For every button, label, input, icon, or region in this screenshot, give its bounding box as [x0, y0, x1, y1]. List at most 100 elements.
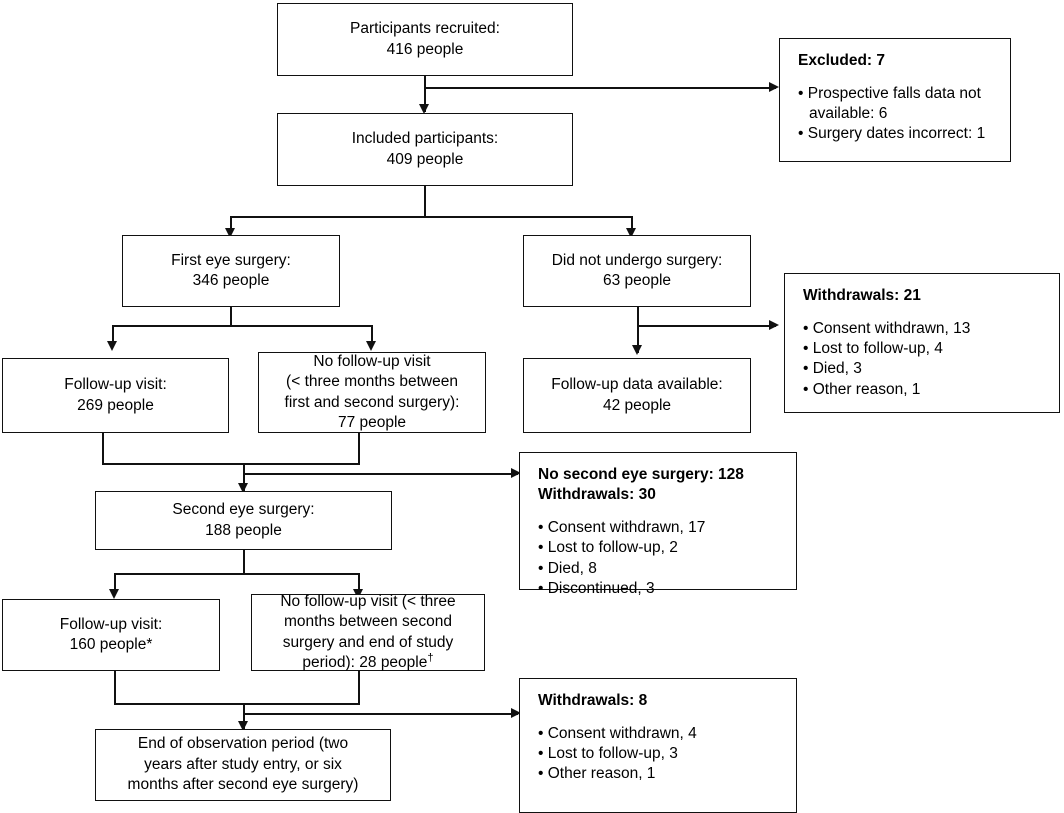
list-item: Lost to follow-up, 2	[538, 538, 782, 558]
node-no-followup1-line3: first and second surgery):	[284, 393, 460, 411]
arrowhead-withdrawals-21	[769, 320, 779, 330]
node-no-followup-visit-2[interactable]: No follow-up visit (< three months betwe…	[251, 592, 485, 673]
sidebox-withdrawals8-list: Consent withdrawn, 4 Lost to follow-up, …	[538, 724, 782, 784]
node-end-observation-line3: months after second eye surgery)	[127, 776, 359, 794]
list-item: Discontinued, 3	[538, 579, 782, 599]
connector-to-no-surgery	[631, 216, 633, 234]
node-second-eye-line2: 188 people	[205, 521, 282, 539]
connector-second-eye-down	[243, 550, 245, 574]
connector-bottom-merge	[114, 703, 360, 705]
sidebox-withdrawals21-header: Withdrawals: 21	[803, 287, 921, 304]
arrowhead-no-second-surgery	[511, 468, 521, 478]
node-no-followup2-line1: No follow-up visit (< three	[280, 592, 456, 610]
connector-followups-merge	[102, 463, 360, 465]
node-end-observation-line2: years after study entry, or six	[144, 755, 342, 773]
connector-no-surgery-down	[637, 306, 639, 353]
node-included-line1: Included participants:	[351, 130, 499, 148]
connector-to-no-followup2	[358, 573, 360, 595]
node-end-observation-line1: End of observation period (two	[137, 735, 349, 753]
connector-second-eye-split	[114, 573, 360, 575]
node-did-not-undergo-surgery[interactable]: Did not undergo surgery: 63 people	[523, 235, 751, 307]
node-followup-visit-1[interactable]: Follow-up visit: 269 people	[2, 358, 229, 433]
node-first-eye-surgery[interactable]: First eye surgery: 346 people	[122, 235, 340, 307]
connector-no-followup2-down	[358, 670, 360, 704]
node-followup1-line1: Follow-up visit:	[64, 376, 167, 394]
node-no-followup2-line4: period): 28 people†	[258, 651, 478, 673]
node-no-followup-visit-1[interactable]: No follow-up visit (< three months betwe…	[258, 352, 486, 433]
connector-to-first-eye	[230, 216, 232, 234]
connector-to-withdrawals8	[243, 713, 518, 715]
node-participants-recruited[interactable]: Participants recruited: 416 people	[277, 3, 573, 76]
sidebox-withdrawals8-header: Withdrawals: 8	[538, 692, 648, 709]
connector-no-surgery-to-withdrawals21	[637, 325, 776, 327]
node-followup-data-line1: Follow-up data available:	[551, 376, 723, 394]
arrowhead-included	[419, 104, 429, 114]
connector-to-followup1	[112, 325, 114, 347]
connector-no-followup1-down	[358, 432, 360, 464]
list-item: Consent withdrawn, 4	[538, 724, 782, 744]
sidebox-withdrawals-8[interactable]: Withdrawals: 8 Consent withdrawn, 4 Lost…	[519, 678, 797, 813]
sidebox-excluded-header: Excluded: 7	[798, 52, 885, 69]
node-no-followup1-line2: (< three months between	[286, 373, 458, 391]
list-item: Consent withdrawn, 17	[538, 518, 782, 538]
connector-to-followup2	[114, 573, 116, 595]
node-included-participants[interactable]: Included participants: 409 people	[277, 113, 573, 186]
node-no-followup2-line2: months between second	[283, 613, 453, 631]
list-item: Other reason, 1	[803, 380, 1045, 400]
node-no-followup1-line1: No follow-up visit	[313, 352, 431, 370]
connector-first-eye-split	[112, 325, 372, 327]
node-first-eye-line2: 346 people	[192, 272, 270, 289]
connector-recruited-to-excluded	[424, 87, 776, 89]
node-no-surgery-line1: Did not undergo surgery:	[551, 251, 723, 269]
sidebox-withdrawals21-list: Consent withdrawn, 13 Lost to follow-up,…	[803, 319, 1045, 400]
node-first-eye-line1: First eye surgery:	[171, 251, 291, 269]
sidebox-no-second-surgery-header2: Withdrawals: 30	[538, 486, 656, 504]
connector-followup2-down	[114, 670, 116, 704]
list-item: Prospective falls data not available: 6	[798, 84, 996, 124]
connector-first-eye-down	[230, 306, 232, 326]
sidebox-excluded[interactable]: Excluded: 7 Prospective falls data not a…	[779, 38, 1011, 162]
sidebox-excluded-list: Prospective falls data not available: 6 …	[798, 84, 996, 144]
arrowhead-excluded	[769, 82, 779, 92]
list-item: Surgery dates incorrect: 1	[798, 124, 996, 144]
node-followup-data-line2: 42 people	[602, 396, 672, 414]
arrowhead-followup-visit-1	[107, 341, 117, 351]
node-followup1-line2: 269 people	[77, 396, 154, 414]
node-followup2-line2: 160 people*	[69, 636, 153, 653]
node-no-followup1-line4: 77 people	[337, 413, 407, 431]
arrowhead-no-surgery	[626, 228, 636, 238]
node-no-followup2-line3: surgery and end of study	[282, 633, 454, 651]
sidebox-no-second-surgery-header: No second eye surgery: 128	[538, 466, 744, 483]
node-recruited-line2: 416 people	[386, 40, 464, 58]
arrowhead-followup-visit-2	[109, 589, 119, 599]
dagger-marker: †	[427, 651, 434, 664]
list-item: Died, 3	[803, 359, 1045, 379]
connector-included-split	[230, 216, 632, 218]
node-recruited-line1: Participants recruited:	[350, 20, 500, 38]
sidebox-withdrawals-21[interactable]: Withdrawals: 21 Consent withdrawn, 13 Lo…	[784, 273, 1060, 413]
connector-included-down	[424, 185, 426, 217]
arrowhead-followup-data	[632, 345, 642, 355]
sidebox-no-second-eye-surgery[interactable]: No second eye surgery: 128 Withdrawals: …	[519, 452, 797, 597]
node-second-eye-surgery[interactable]: Second eye surgery: 188 people	[95, 491, 392, 550]
connector-followup1-down	[102, 432, 104, 464]
arrowhead-end-observation	[238, 721, 248, 731]
node-no-followup2-line4-text: period): 28 people	[302, 653, 428, 671]
arrowhead-first-eye-surgery	[225, 228, 235, 238]
arrowhead-withdrawals-8	[511, 708, 521, 718]
arrowhead-second-eye-surgery	[238, 483, 248, 493]
node-followup-data-available[interactable]: Follow-up data available: 42 people	[523, 358, 751, 433]
connector-merge-to-second-eye	[243, 463, 245, 492]
connector-merge-to-end-observation	[243, 703, 245, 730]
list-item: Lost to follow-up, 3	[538, 744, 782, 764]
sidebox-no-second-surgery-list: Consent withdrawn, 17 Lost to follow-up,…	[538, 518, 782, 599]
node-followup2-line1: Follow-up visit:	[59, 615, 163, 633]
list-item: Other reason, 1	[538, 764, 782, 784]
node-included-line2: 409 people	[386, 150, 464, 168]
connector-recruited-to-included	[424, 75, 426, 112]
list-item: Died, 8	[538, 559, 782, 579]
node-end-of-observation-period[interactable]: End of observation period (two years aft…	[95, 729, 391, 801]
list-item: Lost to follow-up, 4	[803, 339, 1045, 359]
node-followup-visit-2[interactable]: Follow-up visit: 160 people*	[2, 599, 220, 671]
